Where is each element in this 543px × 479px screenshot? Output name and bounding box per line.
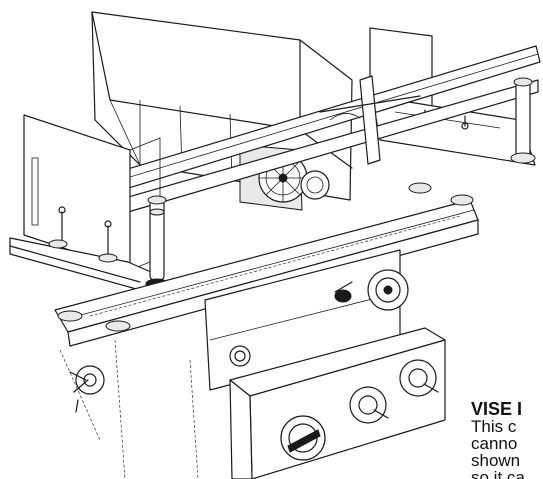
- caption-line-1: This c: [471, 417, 517, 436]
- caption-text-block: VISE I This c canno shown so it ca: [471, 400, 543, 479]
- caption-line-3: shown: [471, 451, 521, 470]
- machine-knee: [204, 249, 409, 391]
- caption-title: VISE I: [471, 399, 523, 419]
- caption-line-4: so it ca: [471, 468, 525, 479]
- machine-column: [114, 339, 199, 479]
- crank-handle: [59, 349, 105, 441]
- right-post: [510, 77, 536, 164]
- left-base-plate: [9, 206, 161, 291]
- caption-line-2: canno: [471, 434, 518, 453]
- front-control-block: [229, 327, 446, 479]
